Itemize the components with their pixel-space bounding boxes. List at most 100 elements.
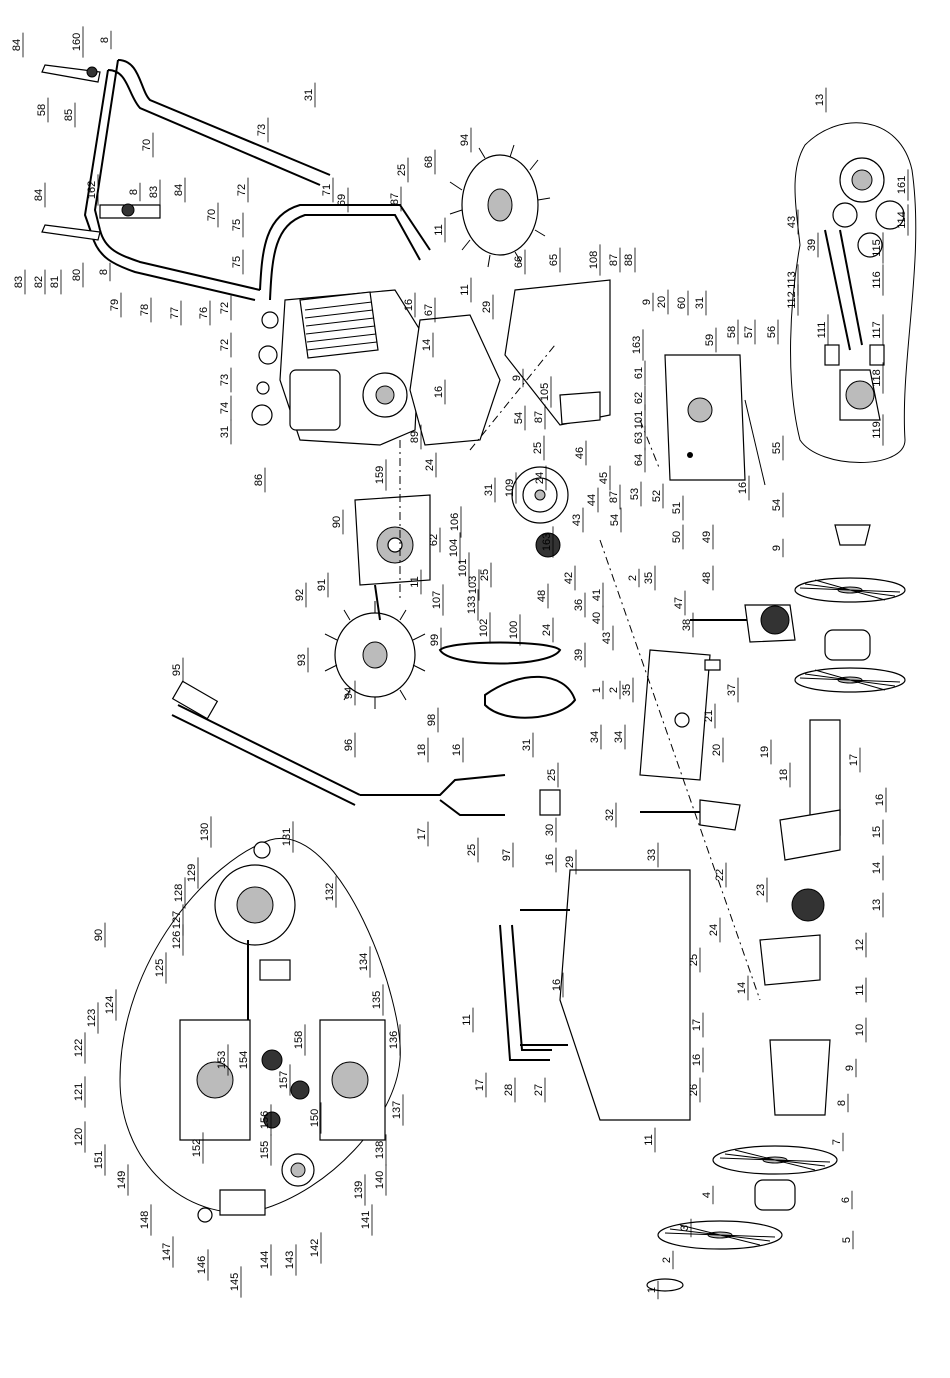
callout-c-135: 135 [371,991,383,1009]
callout-c-122: 122 [73,1039,85,1057]
callout-c-73a: 73 [256,124,268,136]
callout-c-152: 152 [191,1139,203,1157]
callout-c-147: 147 [161,1243,173,1261]
tow-bar [171,680,561,816]
callout-c-8d: 8 [836,1100,848,1106]
belt-cover [504,279,611,426]
callout-c-126: 126 [171,931,183,949]
callout-c-31d: 31 [483,484,495,496]
callout-c-71: 71 [321,184,333,196]
callout-c-3: 3 [679,1225,691,1231]
callout-c-24a: 24 [424,459,436,471]
callout-c-87c: 87 [533,411,545,423]
callout-c-119: 119 [871,421,883,439]
callout-c-105: 105 [539,383,551,401]
callout-c-57: 57 [743,326,755,338]
callout-c-18a: 18 [416,744,428,756]
callout-c-118: 118 [871,369,883,387]
callout-c-130: 130 [199,823,211,841]
callout-c-35a: 35 [643,572,655,584]
callout-c-144: 144 [259,1251,271,1269]
callout-c-72c: 72 [219,339,231,351]
callout-c-11a: 11 [433,224,445,235]
tine-cover [499,869,691,1121]
callout-c-74: 74 [219,402,231,414]
callout-c-137: 137 [391,1101,403,1119]
callout-c-136: 136 [388,1031,400,1049]
callout-c-13b: 13 [814,94,826,106]
callout-c-52: 52 [651,490,663,502]
callout-c-17c: 17 [691,1019,703,1031]
callout-c-113: 113 [786,271,798,289]
callout-c-37: 37 [726,684,738,696]
callout-c-8c: 8 [98,269,110,275]
callout-c-64: 64 [633,454,645,466]
callout-c-2a: 2 [627,575,639,581]
callout-c-16e: 16 [544,854,556,866]
callout-c-109: 109 [504,479,516,497]
callout-c-49: 49 [701,531,713,543]
callout-c-10: 10 [854,1024,866,1036]
callout-c-106: 106 [449,513,461,531]
callout-c-112: 112 [786,291,798,309]
callout-c-27: 27 [533,1084,545,1096]
callout-c-34a: 34 [589,731,601,743]
callout-c-54a: 54 [513,412,525,424]
callout-c-31e: 31 [521,739,533,751]
callout-c-84c: 84 [173,184,185,196]
callout-c-7: 7 [831,1139,843,1145]
callout-c-55: 55 [771,442,783,454]
callout-c-127: 127 [171,911,183,929]
callout-c-19: 19 [759,746,771,758]
callout-c-138: 138 [374,1141,386,1159]
tine-shaft [690,604,796,643]
callout-c-30: 30 [544,824,556,836]
arm-22 [640,799,741,831]
callout-c-16b: 16 [433,386,445,398]
callout-c-69: 69 [336,194,348,206]
callout-c-16c: 16 [737,482,749,494]
callout-c-155: 155 [259,1141,271,1159]
callout-c-125: 125 [154,959,166,977]
callout-c-140: 140 [374,1171,386,1189]
callout-c-65: 65 [548,254,560,266]
callout-c-84a: 84 [11,39,23,51]
callout-c-14c: 14 [736,982,748,994]
callout-c-48b: 48 [536,590,548,602]
callout-c-18b: 18 [778,769,790,781]
callout-c-83a: 83 [148,186,160,198]
callout-c-101a: 101 [633,411,645,429]
callout-c-72a: 72 [236,184,248,196]
callout-c-163b: 163 [541,533,553,551]
callout-c-90b: 90 [93,929,105,941]
callout-c-59: 59 [704,334,716,346]
callout-c-133: 133 [466,596,478,614]
callout-c-56: 56 [766,326,778,338]
side-plate [664,354,766,486]
callout-c-9b: 9 [641,299,653,305]
callout-c-67: 67 [423,304,435,316]
callout-c-39b: 39 [806,239,818,251]
callout-c-16h: 16 [691,1054,703,1066]
callout-c-116: 116 [871,271,883,289]
callout-c-12: 12 [854,939,866,951]
callout-c-77: 77 [169,307,181,319]
callout-c-16g: 16 [551,979,563,991]
callout-c-1b: 1 [646,1287,658,1293]
callout-c-17b: 17 [416,828,428,840]
callout-c-25a: 25 [396,164,408,176]
disc-upper-2 [794,524,906,693]
callout-c-96: 96 [343,739,355,751]
callout-c-9c: 9 [771,545,783,551]
callout-c-93: 93 [296,654,308,666]
callout-c-115: 115 [871,239,883,257]
callout-c-107: 107 [431,591,443,609]
callout-c-25b: 25 [532,442,544,454]
callout-c-47: 47 [673,597,685,609]
callout-c-143: 143 [284,1251,296,1269]
callout-c-23: 23 [755,884,767,896]
callout-c-60: 60 [676,297,688,309]
callout-c-61: 61 [633,367,645,379]
lower-handlebar [259,204,431,301]
callout-c-54c: 54 [609,514,621,526]
